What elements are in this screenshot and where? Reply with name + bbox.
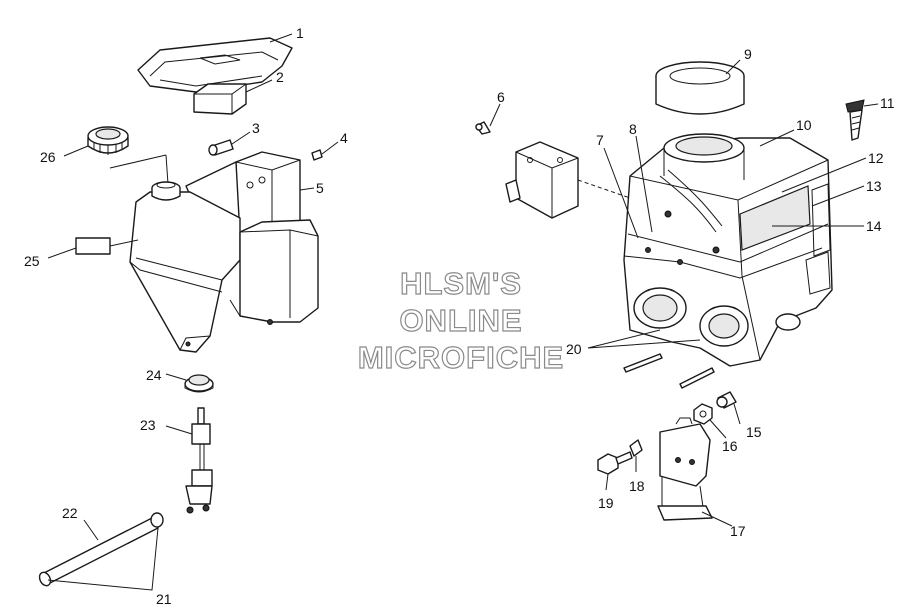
- part-9-ring: [655, 61, 745, 115]
- callout-19: 19: [598, 495, 614, 511]
- callout-10: 10: [796, 117, 812, 133]
- callout-14: 14: [866, 218, 882, 234]
- callout-20: 20: [566, 341, 582, 357]
- part-21-leader: [47, 527, 159, 591]
- callout-22: 22: [62, 505, 78, 521]
- callout-7: 7: [596, 132, 604, 148]
- callout-4: 4: [340, 130, 348, 146]
- part-11-clip: [845, 99, 865, 141]
- callout-26: 26: [40, 149, 56, 165]
- callout-13: 13: [866, 178, 882, 194]
- part-20-screws: [623, 353, 715, 389]
- part-24-grommet: [184, 374, 214, 393]
- part-19-bolt: [597, 451, 633, 475]
- airbox-body: [623, 133, 833, 367]
- leader-lines: [47, 33, 879, 541]
- part-15-bolt: [716, 391, 737, 409]
- part-25-label-decal: [75, 237, 111, 255]
- part-18-washer: [629, 439, 643, 457]
- callout-6: 6: [497, 89, 505, 105]
- callout-16: 16: [722, 438, 738, 454]
- callout-17: 17: [730, 523, 746, 539]
- callout-1: 1: [296, 25, 304, 41]
- callout-3: 3: [252, 120, 260, 136]
- watermark-line-1: HLSM'S: [400, 266, 522, 301]
- part-26-tether: [109, 154, 169, 185]
- part-1-cover: [137, 37, 293, 93]
- watermark: HLSM'S ONLINE MICROFICHE: [357, 265, 564, 375]
- watermark-line-3: MICROFICHE: [358, 340, 564, 375]
- callout-2: 2: [276, 69, 284, 85]
- watermark-line-2: ONLINE: [399, 303, 522, 338]
- callout-8: 8: [629, 121, 637, 137]
- callout-5: 5: [316, 180, 324, 196]
- part-6-screw: [475, 121, 491, 135]
- part-25-tank: [129, 181, 319, 353]
- callout-15: 15: [746, 424, 762, 440]
- callout-21: 21: [156, 591, 172, 607]
- part-26-cap: [87, 126, 129, 155]
- part-17-strap: [657, 417, 713, 521]
- callout-25: 25: [24, 253, 40, 269]
- callout-24: 24: [146, 367, 162, 383]
- callout-9: 9: [744, 46, 752, 62]
- part-23-sensor: [185, 407, 213, 514]
- part-2-block: [193, 83, 247, 115]
- callout-18: 18: [629, 478, 645, 494]
- part-16-nut: [693, 403, 713, 425]
- part-7-module: [505, 141, 579, 219]
- callout-labels: 1 2 3 4 5 6 7 8 9 10 11 12 13 14 15 16 1…: [24, 25, 895, 607]
- part-3-screw: [208, 139, 234, 156]
- part-22-tube: [38, 512, 164, 587]
- callout-23: 23: [140, 417, 156, 433]
- part-4-nut: [311, 149, 323, 161]
- callout-12: 12: [868, 150, 884, 166]
- callout-11: 11: [880, 95, 895, 111]
